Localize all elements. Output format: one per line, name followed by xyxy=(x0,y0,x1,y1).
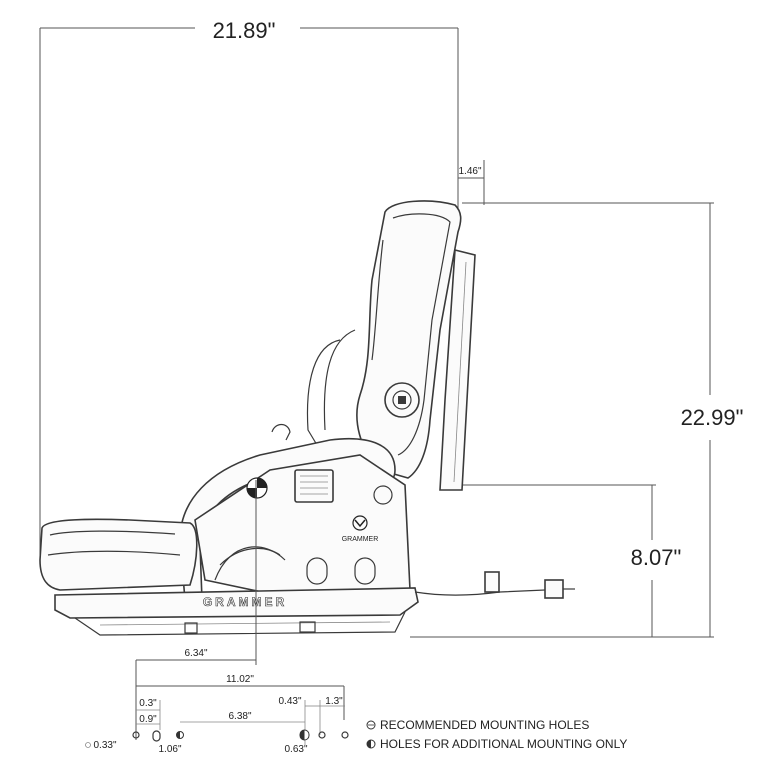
recommended-hole-icon xyxy=(366,720,376,730)
mount-front-dimension: 6.34" xyxy=(136,480,257,665)
backrest-offset-label: 1.46" xyxy=(458,166,481,177)
dim-1-3: 1.3" xyxy=(325,696,343,707)
center-of-gravity-icon xyxy=(246,477,268,499)
grammer-logo-icon: GRAMMER xyxy=(342,515,379,543)
backrest-offset-dimension: 1.46" xyxy=(458,160,485,205)
dim-1-06: 1.06" xyxy=(158,744,181,755)
seat-height-dimension: 8.07" xyxy=(410,484,714,638)
hole-icon xyxy=(132,731,140,739)
dim-0-43: 0.43" xyxy=(278,696,301,707)
mount-total-label: 11.02" xyxy=(226,674,254,685)
seat-drawing: GRAMMER GRAMMER xyxy=(39,200,575,636)
overall-height-dimension: 22.99" xyxy=(462,202,744,637)
dim-0-63: 0.63" xyxy=(284,744,307,755)
half-slot-icon xyxy=(299,729,310,741)
slot-icon xyxy=(152,730,161,742)
mount-front-label: 6.34" xyxy=(184,648,207,659)
seat-height-label: 8.07" xyxy=(631,545,682,570)
logo-text: GRAMMER xyxy=(342,536,379,543)
overall-height-label: 22.99" xyxy=(681,405,744,430)
half-hole-icon xyxy=(176,731,184,739)
overall-width-label: 21.89" xyxy=(213,18,276,43)
hole-icon xyxy=(318,731,326,739)
mount-total-dimension: 11.02" xyxy=(135,660,345,740)
overall-width-dimension: 21.89" xyxy=(39,18,459,560)
dim-0-33: 0.33" xyxy=(93,740,116,751)
legend-recommended: RECOMMENDED MOUNTING HOLES xyxy=(380,718,589,732)
legend: RECOMMENDED MOUNTING HOLES HOLES FOR ADD… xyxy=(366,718,627,751)
hole-icon xyxy=(341,731,349,739)
legend-additional: HOLES FOR ADDITIONAL MOUNTING ONLY xyxy=(380,737,627,751)
dim-0-3: 0.3" xyxy=(139,698,157,709)
brand-label: GRAMMER xyxy=(203,595,287,609)
hole-pattern: 0.3" 0.9" 6.38" 0.43" 1.3" 0.33" 1.06" 0… xyxy=(85,696,349,755)
additional-hole-icon xyxy=(366,739,376,749)
dim-6-38: 6.38" xyxy=(228,711,251,722)
dim-0-9: 0.9" xyxy=(139,714,157,725)
